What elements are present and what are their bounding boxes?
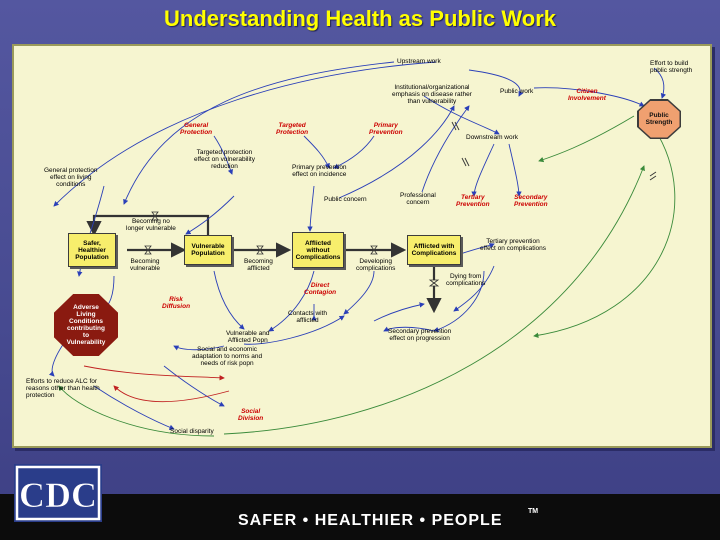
slide-title: Understanding Health as Public Work bbox=[164, 6, 556, 31]
becoming-no-longer-label: Becoming no longer vulnerable bbox=[126, 218, 176, 232]
secondary-prevention-policy: Secondary Prevention bbox=[514, 194, 548, 208]
trademark: TM bbox=[528, 508, 539, 515]
targeted-effect-label: Targeted protection effect on vulnerabil… bbox=[194, 149, 255, 170]
flow-pipes bbox=[86, 214, 442, 314]
effort-build-label: Effort to build public strength bbox=[650, 60, 693, 74]
vulnerable-afflicted-label: Vulnerable and Afflicted Popn bbox=[226, 330, 270, 344]
primary-effect-label: Primary prevention effect on incidence bbox=[292, 164, 347, 178]
institutional-label: Institutional/organizational emphasis on… bbox=[392, 84, 472, 105]
afflicted-without-complications-stock: Afflicted without Complications bbox=[292, 232, 344, 268]
public-concern-label: Public concern bbox=[324, 196, 367, 203]
secondary-effect-label: Secondary prevention effect on progressi… bbox=[388, 328, 452, 342]
tertiary-effect-label: Tertiary prevention effect on complicati… bbox=[480, 238, 546, 252]
general-protection-policy: General Protection bbox=[180, 122, 213, 136]
developing-complications-label: Developing complications bbox=[356, 258, 396, 272]
social-division-policy: Social Division bbox=[238, 408, 264, 422]
upstream-work-label: Upstream work bbox=[397, 58, 441, 65]
dying-label: Dying from complications bbox=[446, 273, 486, 287]
safer-healthier-population-stock: Safer, Healthier Population bbox=[68, 233, 116, 267]
general-effect-label: General protection effect on living cond… bbox=[44, 167, 98, 188]
social-adaptation-label: Social and economic adaptation to norms … bbox=[192, 346, 263, 367]
afflicted-with-complications-stock: Afflicted with Complications bbox=[407, 235, 461, 265]
public-work-label: Public work bbox=[500, 88, 534, 95]
footer-bar bbox=[0, 494, 720, 540]
risk-diffusion-policy: Risk Diffusion bbox=[162, 296, 191, 310]
causal-loop-diagram: Upstream work Effort to build public str… bbox=[12, 44, 712, 448]
public-strength-node: Public Strength bbox=[638, 100, 680, 138]
cdc-logo-text: CDC bbox=[19, 475, 97, 515]
diagram-arrows bbox=[48, 61, 676, 437]
downstream-work-label: Downstream work bbox=[466, 134, 519, 141]
becoming-vulnerable-label: Becoming vulnerable bbox=[130, 258, 160, 272]
social-disparity-label: Social disparity bbox=[170, 428, 214, 435]
cdc-logo: CDC bbox=[14, 464, 102, 522]
tertiary-prevention-policy: Tertiary Prevention bbox=[456, 194, 490, 208]
contacts-label: Contacts with afflicted bbox=[288, 310, 328, 324]
direct-contagion-policy: Direct Contagion bbox=[304, 282, 337, 296]
vulnerable-population-stock: Vulnerable Population bbox=[184, 235, 232, 265]
adverse-living-conditions-node: Adverse Living Conditions contributing t… bbox=[54, 294, 118, 356]
becoming-afflicted-label: Becoming afflicted bbox=[244, 258, 273, 272]
tagline: SAFER • HEALTHIER • PEOPLE bbox=[238, 512, 503, 529]
primary-prevention-policy: Primary Prevention bbox=[369, 122, 403, 136]
citizen-involvement-policy: Citizen Involvement bbox=[568, 88, 606, 102]
efforts-reduce-label: Efforts to reduce ALC for reasons other … bbox=[26, 378, 100, 399]
targeted-protection-policy: Targeted Protection bbox=[276, 122, 309, 136]
professional-concern-label: Professional concern bbox=[400, 192, 436, 206]
